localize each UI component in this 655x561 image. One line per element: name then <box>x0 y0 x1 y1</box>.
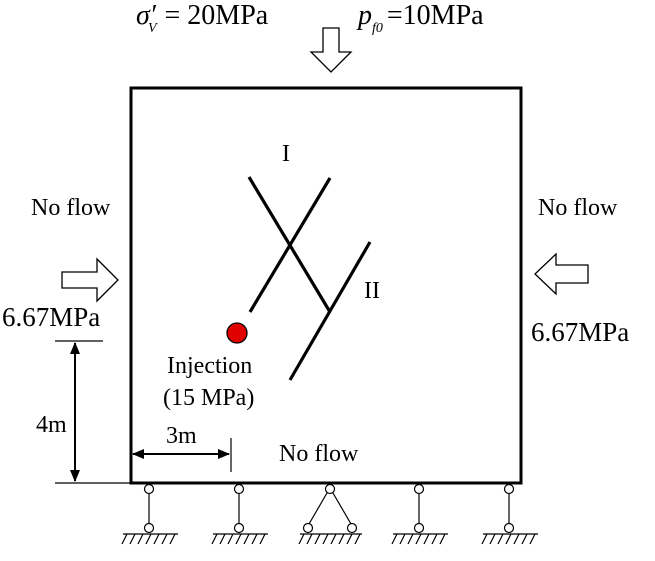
roller-support-2 <box>211 483 268 545</box>
vertical-stress-label: σ′V= 20MPa <box>136 0 269 36</box>
right-no-flow-label: No flow <box>538 195 618 221</box>
roller-support-4 <box>481 483 538 545</box>
vertical-load-arrow <box>309 27 353 73</box>
right-load-arrow <box>534 252 589 296</box>
fracture-i-label: I <box>282 141 290 167</box>
bottom-no-flow-label: No flow <box>279 441 359 467</box>
vertical-dimension-label: 4m <box>36 412 67 438</box>
pinned-support <box>298 483 362 545</box>
horizontal-dimension-label: 3m <box>166 423 197 449</box>
right-stress-label: 6.67MPa <box>531 317 630 347</box>
roller-support-1 <box>121 483 178 545</box>
injection-point <box>226 322 248 344</box>
roller-support-3 <box>391 483 448 545</box>
fracture-ii-long-segment <box>288 241 372 381</box>
injection-label: Injection <box>167 353 253 379</box>
model-domain-boundary <box>129 86 523 485</box>
injection-pressure-label: (15 MPa) <box>163 385 255 411</box>
left-load-arrow <box>61 257 119 303</box>
fracture-ii-label: II <box>364 278 380 304</box>
fracture-ii-segment <box>247 176 332 313</box>
left-stress-label: 6.67MPa <box>2 302 101 332</box>
pore-pressure-label: pf0=10MPa <box>358 0 484 36</box>
left-no-flow-label: No flow <box>31 195 111 221</box>
